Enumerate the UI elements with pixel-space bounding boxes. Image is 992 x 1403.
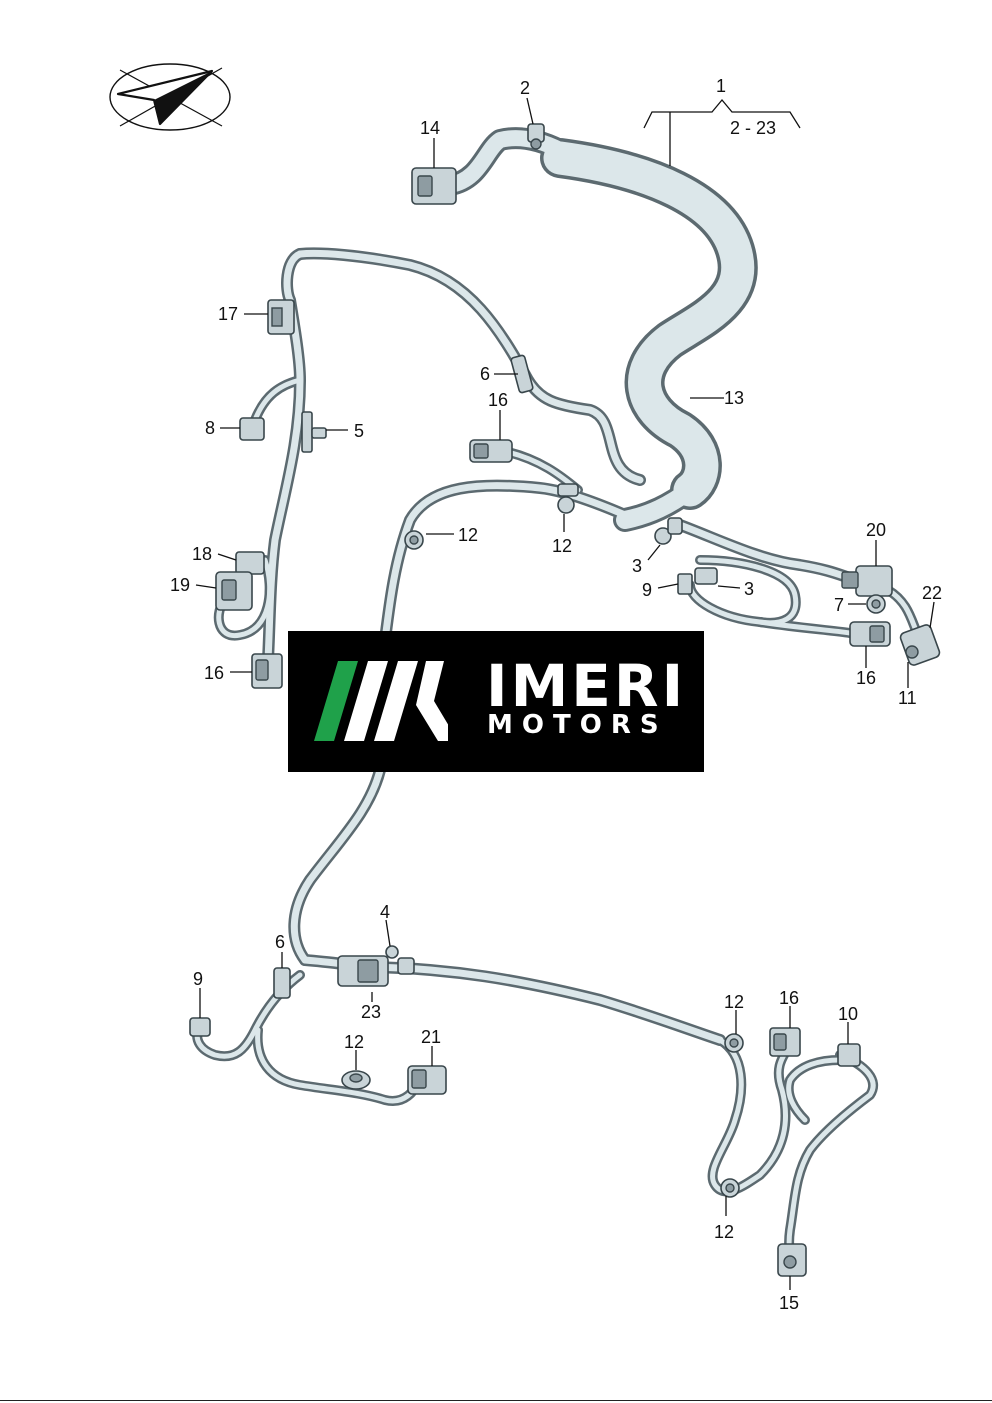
grommet-12-lower-icon: [720, 1178, 740, 1198]
brand-name: IMERI: [486, 652, 687, 720]
callout-6-bottom: 6: [275, 932, 285, 952]
callout-1: 1: [716, 76, 726, 96]
connector-17-icon: [267, 299, 295, 335]
callout-4: 4: [380, 902, 390, 922]
connector-8-icon: [239, 417, 265, 441]
callout-8: 8: [205, 418, 215, 438]
connector-11-icon: [899, 624, 941, 666]
brand-watermark-banner: [288, 631, 704, 772]
connector-14-icon: [411, 167, 457, 205]
connector-18-icon: [235, 551, 265, 575]
callout-12-left: 12: [458, 525, 478, 545]
callout-9-top: 9: [642, 580, 652, 600]
connector-20-icon: [841, 565, 893, 597]
callout-23: 23: [361, 1002, 381, 1022]
brand-subtitle: MOTORS: [487, 710, 668, 740]
grommet-12-right-icon: [724, 1033, 744, 1053]
callout-16-right: 16: [856, 668, 876, 688]
clip-5-icon: [301, 411, 327, 453]
leader-lines: [195, 97, 935, 1290]
callout-9-bottom: 9: [193, 969, 203, 989]
callout-21: 21: [421, 1027, 441, 1047]
direction-arrow-icon: [109, 63, 231, 131]
callout-3-right: 3: [744, 579, 754, 599]
callout-16-top: 16: [488, 390, 508, 410]
connector-7-icon: [866, 594, 886, 614]
callout-10: 10: [838, 1004, 858, 1024]
callout-20: 20: [866, 520, 886, 540]
connector-16-top-icon: [469, 439, 513, 463]
connector-21-icon: [407, 1065, 447, 1095]
clip-2-icon: [527, 123, 545, 150]
grommet-12-center-icon: [557, 483, 579, 514]
connectors: [189, 123, 941, 1277]
callout-12-center: 12: [552, 536, 572, 556]
connector-23-icon: [337, 955, 415, 987]
callout-1-range: 2 - 23: [730, 118, 776, 138]
callout-12-bottom-left: 12: [344, 1032, 364, 1052]
callout-3-left: 3: [632, 556, 642, 576]
callout-13: 13: [724, 388, 744, 408]
callout-14: 14: [420, 118, 440, 138]
callout-17: 17: [218, 304, 238, 324]
connector-16-left-icon: [251, 653, 283, 689]
clip-9-top-icon: [677, 573, 693, 595]
callout-16-bottom-right: 16: [779, 988, 799, 1008]
callout-12-lower: 12: [714, 1222, 734, 1242]
bottom-divider: [0, 1400, 992, 1401]
grommet-12-bottom-left-icon: [341, 1070, 371, 1090]
clip-6-bottom-icon: [273, 967, 291, 999]
brand-logo-stripes-icon: [314, 661, 448, 741]
connector-16-right-icon: [849, 621, 891, 647]
connector-16-bottom-right-icon: [769, 1027, 801, 1057]
callout-6-top: 6: [480, 364, 490, 384]
callout-15: 15: [779, 1293, 799, 1313]
callout-16-left: 16: [204, 663, 224, 683]
clip-3-right-icon: [694, 567, 718, 585]
connector-15-icon: [777, 1243, 807, 1277]
clip-10-icon: [837, 1043, 861, 1067]
connector-19-icon: [215, 571, 253, 611]
callout-18: 18: [192, 544, 212, 564]
clip-9-bottom-icon: [189, 1017, 211, 1037]
callout-labels: 1 2 - 23 2 14 17 6 13 16 8 5 12 20 12 18…: [170, 76, 942, 1313]
callout-22: 22: [922, 583, 942, 603]
clip-4-icon: [385, 945, 399, 959]
callout-7: 7: [834, 595, 844, 615]
callout-5: 5: [354, 421, 364, 441]
callout-11: 11: [898, 688, 917, 708]
harness-wires-fill: [194, 130, 918, 1263]
grommet-12-left-icon: [404, 530, 424, 550]
clip-3-left-icon: [654, 517, 683, 545]
callout-12-right: 12: [724, 992, 744, 1012]
callout-2: 2: [520, 78, 530, 98]
clip-6-top-icon: [510, 354, 534, 394]
callout-19: 19: [170, 575, 190, 595]
